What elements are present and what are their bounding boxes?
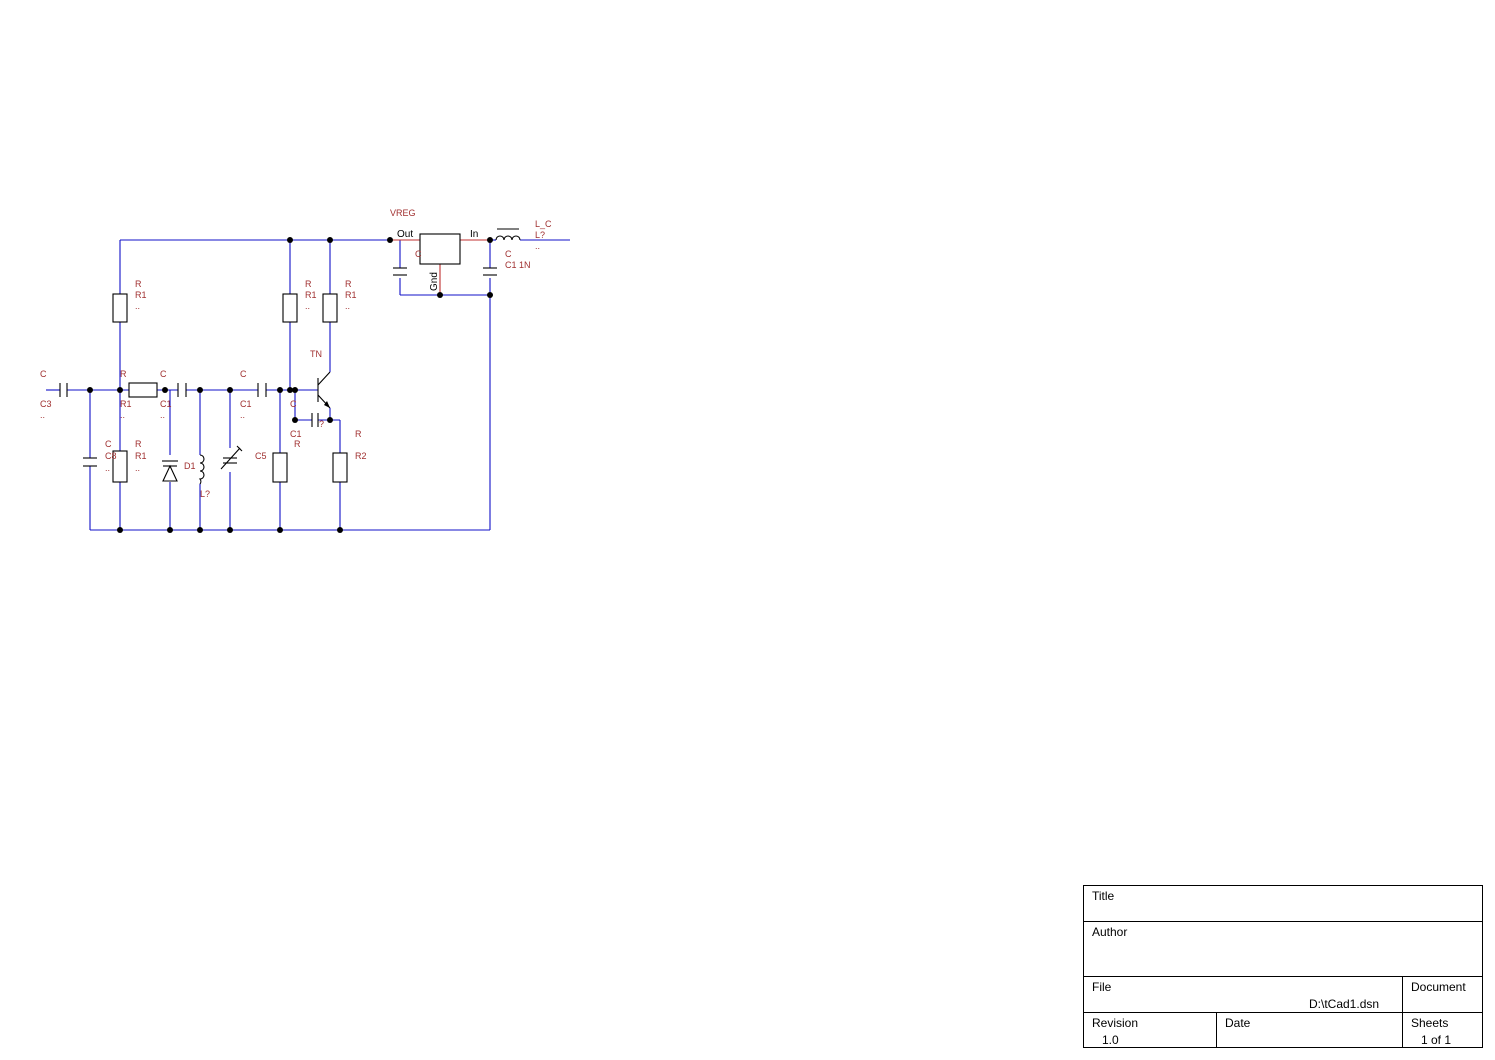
resistor-r1-top-mid (282, 293, 298, 323)
file-value: D:\tCad1.dsn (1309, 997, 1380, 1011)
label-r-a-ref: R1 (135, 290, 147, 300)
label-r-a-type: R (135, 279, 142, 289)
label-r-b-ref: R1 (305, 290, 317, 300)
label-r-b-type: R (305, 279, 312, 289)
resistor-r1-bottom (112, 450, 128, 483)
document-label: Document (1411, 980, 1466, 994)
label-c-e-ref: C1 (290, 429, 302, 439)
label-c-a-type: C (160, 369, 167, 379)
label-l-tank: L? (200, 489, 210, 499)
voltage-regulator (419, 233, 461, 265)
component-labels: VREG Out In Gnd C L_C L? .. C C1 1N R R1… (40, 208, 552, 499)
label-r2-ref: R2 (355, 451, 367, 461)
label-c-e-r: R (294, 439, 301, 449)
label-reg-c: C (415, 249, 422, 259)
label-l-q: L? (535, 230, 545, 240)
label-gnd: Gnd (429, 272, 440, 291)
trimmer-capacitor (220, 445, 243, 470)
capacitor-c1-a (177, 383, 187, 397)
label-r-d-ref: R1 (135, 451, 147, 461)
label-r-ser-type: R (120, 369, 127, 379)
resistor-r1-top-right (322, 293, 338, 323)
label-c-b-dots: .. (240, 410, 245, 420)
label-r-a-dots: .. (135, 301, 140, 311)
resistor-r-c5 (272, 452, 288, 483)
label-r-c-type: R (345, 279, 352, 289)
label-r-d-type: R (135, 439, 142, 449)
junction-dots (87, 237, 493, 533)
label-r2-type: R (355, 429, 362, 439)
label-tn: TN (310, 349, 322, 359)
label-c-in-ref: C3 (40, 399, 52, 409)
author-label: Author (1092, 925, 1128, 939)
capacitor-c3 (59, 383, 68, 397)
document-cell: Document (1403, 977, 1482, 1013)
capacitor-c11 (483, 267, 497, 276)
label-l-c: L_C (535, 219, 552, 229)
capacitor-reg-out (393, 267, 407, 276)
label-c-e-extra: ? (319, 419, 324, 429)
label-c-b-type: C (240, 369, 247, 379)
capacitor-c1-b (257, 383, 267, 397)
label-d1: D1 (184, 461, 196, 471)
label-l-dots: .. (535, 241, 540, 251)
label-c-a-ref: C1 (160, 399, 172, 409)
label-c-in-type: C (40, 369, 47, 379)
file-cell: File D:\tCad1.dsn (1084, 977, 1403, 1013)
revision-cell: Revision 1.0 (1084, 1013, 1217, 1047)
inductor-tank (198, 454, 205, 485)
title-cell: Title (1084, 886, 1482, 922)
label-r-ser-dots: .. (120, 410, 125, 420)
label-vreg: VREG (390, 208, 416, 218)
sheets-value: 1 of 1 (1421, 1033, 1452, 1047)
capacitor-c8 (83, 457, 97, 467)
revision-value: 1.0 (1102, 1033, 1119, 1047)
title-label: Title (1092, 889, 1115, 903)
label-c-a-dots: .. (160, 410, 165, 420)
title-block: Title Author File D:\tCad1.dsn Document … (1083, 885, 1483, 1048)
revision-label: Revision (1092, 1016, 1139, 1030)
resistor-r1-top-left (112, 293, 128, 323)
label-c8-dots: .. (105, 463, 110, 473)
inductor-lc (490, 228, 521, 241)
label-c11-type: C (505, 249, 512, 259)
label-r-ser-ref: R1 (120, 399, 132, 409)
label-c-e-type: C (290, 399, 297, 409)
diode-d1 (162, 460, 178, 482)
resistor-r2 (332, 452, 348, 483)
label-r-c-dots: .. (345, 301, 350, 311)
label-c8-ref: C8 (105, 451, 117, 461)
label-r-d-dots: .. (135, 463, 140, 473)
label-r-b-dots: .. (305, 301, 310, 311)
sheets-cell: Sheets 1 of 1 (1403, 1013, 1482, 1047)
label-c5: C5 (255, 451, 267, 461)
label-r-c-ref: R1 (345, 290, 357, 300)
transistor-tn (317, 371, 331, 409)
date-cell: Date (1217, 1013, 1403, 1047)
label-out: Out (397, 229, 413, 240)
label-c11-ref: C1 1N (505, 260, 531, 270)
regulator-pins (390, 239, 490, 295)
label-c-in-dots: .. (40, 410, 45, 420)
capacitor-c1-emitter (311, 413, 319, 427)
sheets-label: Sheets (1411, 1016, 1449, 1030)
label-c8-type: C (105, 439, 112, 449)
label-in: In (470, 229, 478, 240)
author-cell: Author (1084, 922, 1482, 977)
resistor-r1-series (128, 382, 158, 398)
file-label: File (1092, 980, 1112, 994)
date-label: Date (1225, 1016, 1251, 1030)
label-c-b-ref: C1 (240, 399, 252, 409)
